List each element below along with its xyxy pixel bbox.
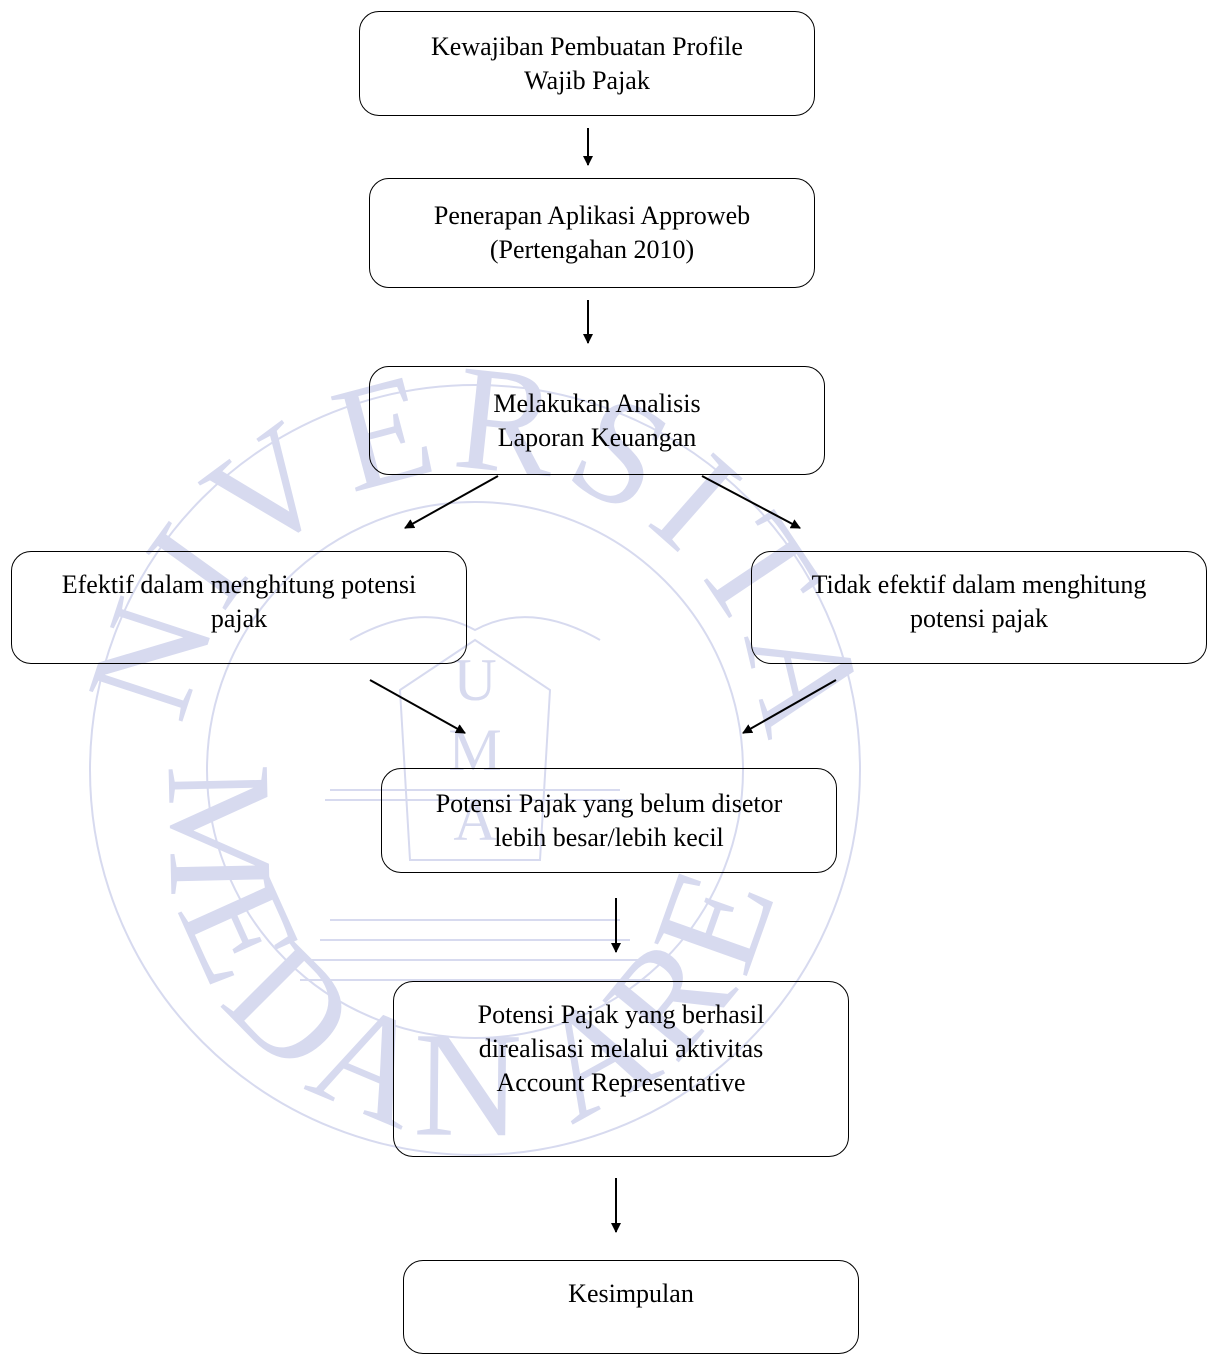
node-text-line: Kewajiban Pembuatan Profile: [431, 31, 743, 61]
arrow-analisis-to-tidak-efektif: [701, 475, 801, 529]
node-text-line: Kesimpulan: [568, 1279, 694, 1308]
node-text-line: Laporan Keuangan: [497, 422, 697, 452]
node-text-line: lebih besar/lebih kecil: [494, 822, 724, 852]
node-text-line: Potensi Pajak yang belum disetor: [435, 788, 783, 818]
node-text-line: Melakukan Analisis: [493, 388, 701, 418]
node-efektif: Efektif dalam menghitung potensi pajak: [11, 551, 467, 664]
node-tidak-efektif: Tidak efektif dalam menghitung potensi p…: [751, 551, 1207, 664]
node-text-line: direalisasi melalui aktivitas: [478, 1034, 764, 1063]
arrow-efektif-to-potensi-belum: [369, 679, 466, 734]
node-penerapan-aplikasi-approweb: Penerapan Aplikasi Approweb (Pertengahan…: [369, 178, 815, 288]
node-kewajiban-pembuatan-profile: Kewajiban Pembuatan Profile Wajib Pajak: [359, 11, 815, 116]
node-text-line: Potensi Pajak yang berhasil: [477, 1000, 765, 1029]
node-potensi-belum-disetor: Potensi Pajak yang belum disetor lebih b…: [381, 768, 837, 873]
node-melakukan-analisis: Melakukan Analisis Laporan Keuangan: [369, 366, 825, 475]
arrow-tidak-efektif-to-potensi-belum: [742, 679, 837, 734]
node-text-line: Account Representative: [496, 1068, 746, 1097]
node-text-line: pajak: [210, 604, 268, 633]
node-potensi-berhasil-direalisasi: Potensi Pajak yang berhasil direalisasi …: [393, 981, 849, 1157]
arrow-analisis-to-efektif: [404, 475, 499, 529]
node-text-line: Efektif dalam menghitung potensi: [61, 570, 417, 599]
node-text-line: Wajib Pajak: [524, 65, 650, 95]
node-text-line: potensi pajak: [910, 604, 1048, 633]
node-text-line: (Pertengahan 2010): [489, 235, 695, 264]
node-kesimpulan: Kesimpulan: [403, 1260, 859, 1354]
node-text-line: Penerapan Aplikasi Approweb: [433, 201, 751, 230]
node-text-line: Tidak efektif dalam menghitung: [811, 570, 1147, 599]
